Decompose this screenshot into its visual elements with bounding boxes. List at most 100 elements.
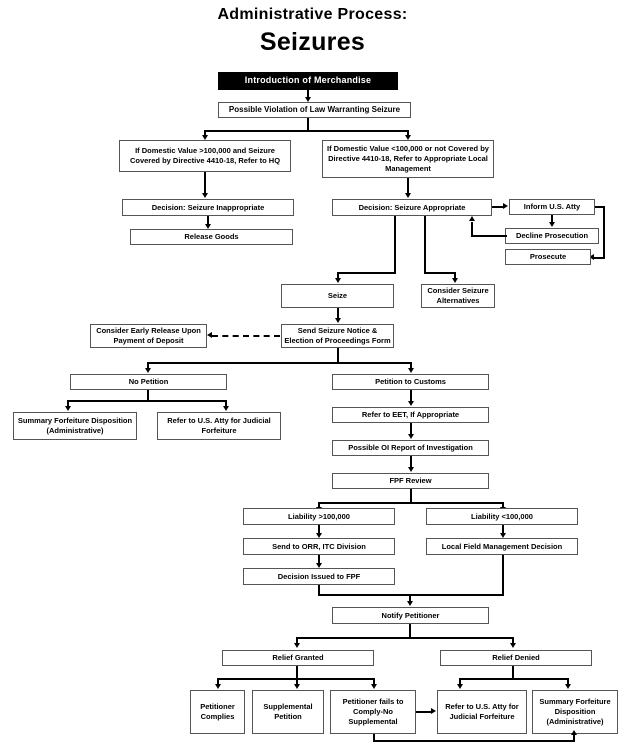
node-relief-denied: Relief Denied [440, 650, 592, 666]
arrowhead-early-release [207, 332, 212, 338]
arrowhead-petitioner-complies [214, 684, 221, 689]
node-notify-petitioner: Notify Petitioner [332, 607, 489, 624]
connector-liability-over-drop [318, 502, 320, 509]
connector-refer-judicial2-drop [459, 678, 461, 686]
connector-relief-denied-drop [512, 637, 514, 645]
node-prosecute: Prosecute [505, 249, 591, 265]
node-introduction-of-merchandise: Introduction of Merchandise [218, 72, 398, 90]
node-petition-to-customs: Petition to Customs [332, 374, 489, 390]
arrowhead-refer-eet [407, 401, 414, 406]
node-refer-to-eet: Refer to EET, If Appropriate [332, 407, 489, 423]
node-no-petition: No Petition [70, 374, 227, 390]
connector-fails-bottom-across [373, 740, 575, 742]
arrowhead-summary-forfeiture-2 [564, 684, 571, 689]
connector-fpf-decision-down [318, 585, 320, 594]
connector-judicial-forfeiture-drop [225, 400, 227, 408]
arrowhead-no-petition [144, 368, 151, 373]
node-consider-seizure-alternatives: Consider Seizure Alternatives [421, 284, 495, 308]
arrowhead-prosecute [589, 253, 594, 260]
arrowhead-summary-forfeiture-2-bottom [570, 730, 577, 735]
arrowhead-inform-us-atty [503, 202, 508, 209]
node-seize: Seize [281, 284, 394, 308]
connector-notice-down [337, 348, 339, 362]
connector-decline-back-left [471, 235, 507, 237]
node-supplemental-petition: Supplemental Petition [252, 690, 324, 734]
connector-fails-to-refer [416, 711, 432, 713]
connector-liability-under-drop [502, 502, 504, 509]
connector-inform-to-decline [551, 215, 553, 224]
connector-complies-drop [217, 678, 219, 686]
connector-elbow-to-alternatives [424, 272, 456, 274]
node-liability-over: Liability >100,000 [243, 508, 395, 525]
arrowhead-send-notice [334, 318, 341, 323]
connector-no-petition-split-bar [67, 400, 227, 402]
node-decision-issued-to-fpf: Decision Issued to FPF [243, 568, 395, 585]
arrowhead-refer-from-fails [431, 707, 436, 714]
node-decision-seizure-appropriate: Decision: Seizure Appropriate [332, 199, 492, 216]
arrowhead-back-to-appropriate [468, 216, 475, 221]
node-decision-seizure-inappropriate: Decision: Seizure Inappropriate [122, 199, 294, 216]
node-summary-forfeiture-disposition: Summary Forfeiture Disposition (Administ… [13, 412, 137, 440]
page-title-line1: Administrative Process: [217, 6, 408, 23]
connector-notify-down [409, 624, 411, 637]
node-possible-violation: Possible Violation of Law Warranting Sei… [218, 102, 411, 118]
connector-notify-merge-bar [318, 594, 504, 596]
arrowhead-decision-issued-fpf [315, 563, 322, 568]
connector-notify-drop [409, 594, 411, 603]
connector-summary-forfeiture-drop [67, 400, 69, 408]
connector-appropriate-down-left [394, 216, 396, 274]
arrowhead-refer-judicial-forfeiture-2 [456, 684, 463, 689]
connector-liability-over-to-orr [318, 525, 320, 535]
connector-summary-forfeiture2-drop [567, 678, 569, 686]
arrowhead-fails-to-comply [370, 684, 377, 689]
arrowhead-summary-forfeiture [64, 406, 71, 411]
node-send-seizure-notice: Send Seizure Notice & Election of Procee… [281, 324, 394, 348]
connector-decline-back-up [471, 222, 473, 236]
connector-alternatives-drop [454, 272, 456, 280]
node-refer-judicial-forfeiture: Refer to U.S. Atty for Judicial Forfeitu… [157, 412, 281, 440]
node-local-field-management-decision: Local Field Management Decision [426, 538, 578, 555]
connector-intro-to-violation [307, 90, 309, 99]
arrowhead-refer-judicial-forfeiture [222, 406, 229, 411]
connector-eet-to-oi [410, 423, 412, 436]
arrowhead-decline-prosecution [548, 222, 555, 227]
connector-relief-split-bar [296, 637, 514, 639]
connector-relief-denied-down [512, 666, 514, 678]
node-decline-prosecution: Decline Prosecution [505, 228, 599, 244]
connector-petition-to-eet [410, 390, 412, 403]
connector-denied-split-bar [459, 678, 569, 680]
arrowhead-release-goods [204, 224, 211, 229]
arrowhead-relief-granted [293, 643, 300, 648]
connector-no-petition-drop [147, 362, 149, 370]
connector-inform-to-prosecute-vert [603, 206, 605, 257]
connector-orr-to-decision-fpf [318, 555, 320, 565]
arrowhead-send-orr [315, 533, 322, 538]
connector-petition-split-bar [147, 362, 412, 364]
arrowhead-possible-oi-report [407, 434, 414, 439]
connector-appropriate-to-inform [492, 206, 504, 208]
connector-local-decision-down [502, 555, 504, 594]
node-fpf-review: FPF Review [332, 473, 489, 489]
connector-relief-granted-down [296, 666, 298, 678]
connector-supplemental-drop [296, 678, 298, 686]
connector-split-right [407, 130, 409, 137]
connector-dashed-early-release [212, 335, 280, 337]
connector-prosecute-in [592, 257, 605, 259]
arrowhead-domestic-under [404, 135, 411, 140]
connector-appropriate-down-right [424, 216, 426, 274]
connector-liability-under-to-local [502, 525, 504, 535]
node-petitioner-complies: Petitioner Complies [190, 690, 245, 734]
connector-relief-granted-drop [296, 637, 298, 645]
connector-fails-bottom-down [373, 734, 375, 742]
arrowhead-local-field-decision [499, 533, 506, 538]
connector-fpf-down [410, 489, 412, 502]
arrowhead-seize [334, 278, 341, 283]
connector-oi-to-fpf [410, 456, 412, 469]
connector-violation-down [307, 118, 309, 130]
connector-domestic-over-down [204, 172, 206, 194]
arrowhead-supplemental-petition [293, 684, 300, 689]
node-relief-granted: Relief Granted [222, 650, 374, 666]
connector-domestic-under-down [407, 178, 409, 194]
node-possible-oi-report: Possible OI Report of Investigation [332, 440, 489, 456]
connector-inappropriate-to-release [207, 216, 209, 226]
